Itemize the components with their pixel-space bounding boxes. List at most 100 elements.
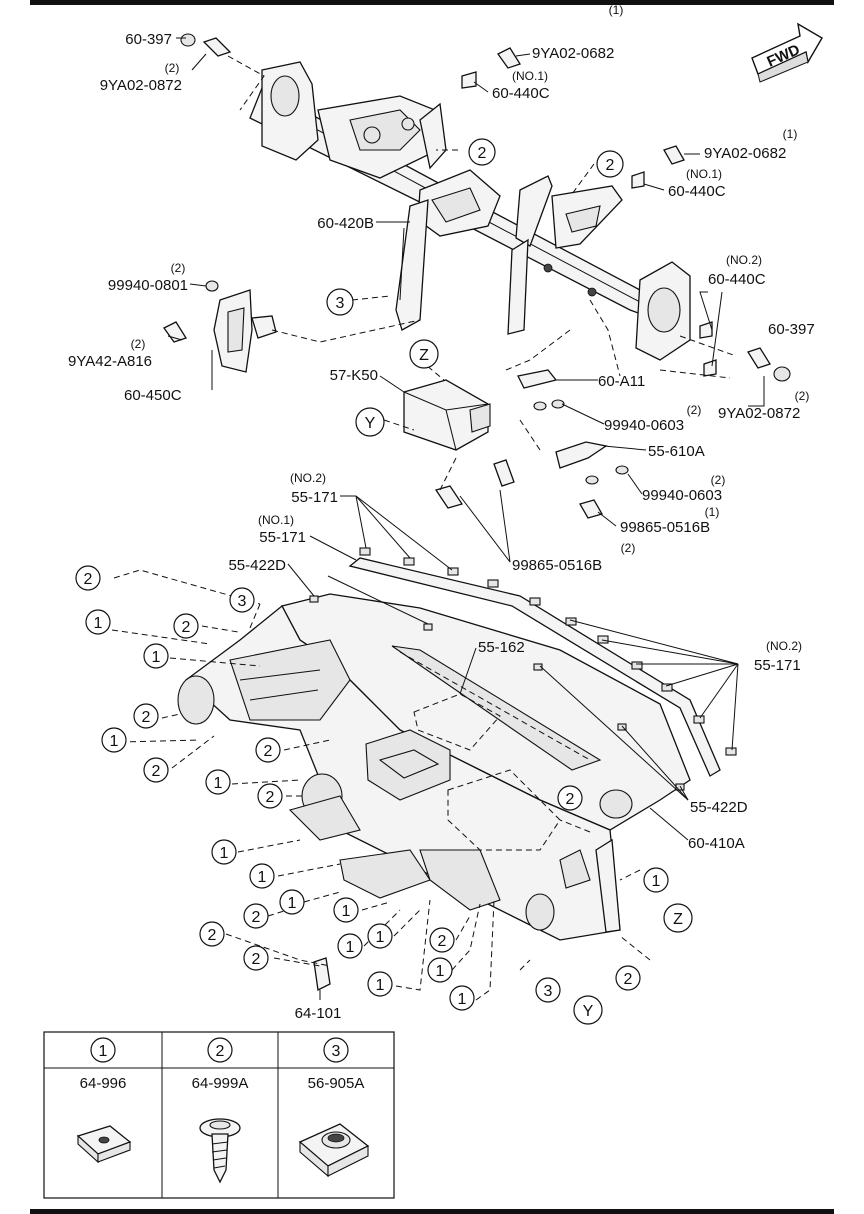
legend-part-64-996: 64-996 [80, 1075, 127, 1092]
ref-circle: 2 [199, 921, 225, 947]
callout-60-440C-c: 60-440C [708, 271, 766, 288]
qty-60-440C-b: (NO.1) [686, 167, 722, 181]
callout-55-162: 55-162 [478, 639, 525, 656]
ref-circle: 1 [367, 923, 393, 949]
svg-text:1: 1 [458, 991, 467, 1008]
legend-header-2: 2 [207, 1037, 233, 1063]
ref-circle: 1 [101, 727, 127, 753]
callout-55-610A: 55-610A [648, 443, 705, 460]
callout-60-A11: 60-A11 [598, 373, 645, 390]
ref-circle: 1 [279, 889, 305, 915]
callout-60-440C-a: 60-440C [492, 85, 550, 102]
ref-circle: 2 [75, 565, 101, 591]
svg-text:2: 2 [152, 763, 161, 780]
svg-text:1: 1 [342, 903, 351, 920]
ref-circle: 2 [557, 785, 583, 811]
air-bag-module [403, 379, 491, 451]
ref-circle: 1 [249, 863, 275, 889]
ref-circle: 1 [333, 897, 359, 923]
svg-text:3: 3 [332, 1043, 341, 1060]
callout-55-171-a: 55-171 [291, 489, 338, 506]
svg-text:2: 2 [84, 571, 93, 588]
svg-text:2: 2 [216, 1043, 225, 1060]
callout-60-397-b: 60-397 [768, 321, 815, 338]
svg-text:2: 2 [142, 709, 151, 726]
callout-60-450C: 60-450C [124, 387, 182, 404]
svg-text:2: 2 [264, 743, 273, 760]
ref-circle: 3 [229, 587, 255, 613]
qty-55-171-b: (NO.1) [258, 513, 294, 527]
ref-circle: Y [573, 995, 603, 1025]
ref-circle: 1 [143, 643, 169, 669]
ref-circle: 2 [133, 703, 159, 729]
clip-nut-icon [76, 1125, 132, 1164]
svg-text:1: 1 [258, 869, 267, 886]
qty-55-171-c: (NO.2) [766, 639, 802, 653]
callout-9YA02-0872-b: 9YA02-0872 [718, 405, 800, 422]
qty-99940-0603-b: (2) [711, 473, 726, 487]
svg-text:1: 1 [436, 963, 445, 980]
svg-text:Y: Y [583, 1003, 594, 1020]
clip-pad-icons [309, 547, 737, 791]
instrument-panel [177, 557, 721, 941]
qty-60-440C-c: (NO.2) [726, 253, 762, 267]
ref-circle: Z [663, 903, 693, 933]
qty-99940-0603-a: (2) [687, 403, 702, 417]
ref-circle: 1 [211, 839, 237, 865]
legend-part-64-999A: 64-999A [192, 1075, 249, 1092]
ref-circle: 2 [468, 138, 496, 166]
u-nut-icon [298, 1123, 370, 1178]
callout-55-422D-a: 55-422D [228, 557, 286, 574]
callout-9YA42-A816: 9YA42-A816 [68, 353, 152, 370]
svg-text:2: 2 [266, 789, 275, 806]
ref-circle: 3 [326, 288, 354, 316]
ref-circle: 1 [85, 609, 111, 635]
svg-text:1: 1 [214, 775, 223, 792]
svg-text:2: 2 [252, 951, 261, 968]
ref-circle: 2 [243, 945, 269, 971]
top-border-rule [30, 0, 834, 5]
svg-text:2: 2 [606, 157, 615, 174]
svg-text:3: 3 [238, 593, 247, 610]
ref-circle: Z [409, 339, 439, 369]
qty-60-440C-a: (NO.1) [512, 69, 548, 83]
svg-text:2: 2 [208, 927, 217, 944]
callout-60-410A: 60-410A [688, 835, 745, 852]
svg-text:2: 2 [566, 791, 575, 808]
ref-circle: 2 [243, 903, 269, 929]
ref-circle: 2 [255, 737, 281, 763]
callout-9YA02-0682-a: 9YA02-0682 [532, 45, 614, 62]
callout-60-397-a: 60-397 [125, 31, 172, 48]
svg-text:1: 1 [376, 977, 385, 994]
small-brackets [517, 369, 629, 485]
fwd-arrow-icon: FWD [751, 22, 823, 83]
ref-circle: 1 [427, 957, 453, 983]
ref-circle: Y [355, 407, 385, 437]
stay-bracket-60-450C [213, 289, 277, 373]
svg-text:1: 1 [152, 649, 161, 666]
qty-9YA02-0682-b: (1) [783, 127, 798, 141]
ref-circle: 2 [173, 613, 199, 639]
qty-99940-0801: (2) [171, 261, 186, 275]
qty-99865-0516B-b: (2) [621, 541, 636, 555]
callout-9YA02-0682-b: 9YA02-0682 [704, 145, 786, 162]
svg-text:1: 1 [99, 1043, 108, 1060]
callout-99865-0516B-a: 99865-0516B [620, 519, 710, 536]
ref-circle: 2 [257, 783, 283, 809]
ref-circle: 2 [615, 965, 641, 991]
ref-circle: 2 [596, 150, 624, 178]
callout-60-440C-b: 60-440C [668, 183, 726, 200]
qty-9YA02-0872-a: (2) [165, 61, 180, 75]
svg-text:Z: Z [419, 347, 429, 364]
svg-text:2: 2 [438, 933, 447, 950]
svg-text:1: 1 [346, 939, 355, 956]
legend-table: 1 2 3 64-996 64-999A 56-905A [43, 1031, 395, 1199]
svg-text:Y: Y [365, 415, 376, 432]
ref-circle: 3 [535, 977, 561, 1003]
svg-text:1: 1 [220, 845, 229, 862]
svg-text:2: 2 [252, 909, 261, 926]
callout-99940-0801: 99940-0801 [108, 277, 188, 294]
svg-text:3: 3 [544, 983, 553, 1000]
legend-header-3: 3 [323, 1037, 349, 1063]
